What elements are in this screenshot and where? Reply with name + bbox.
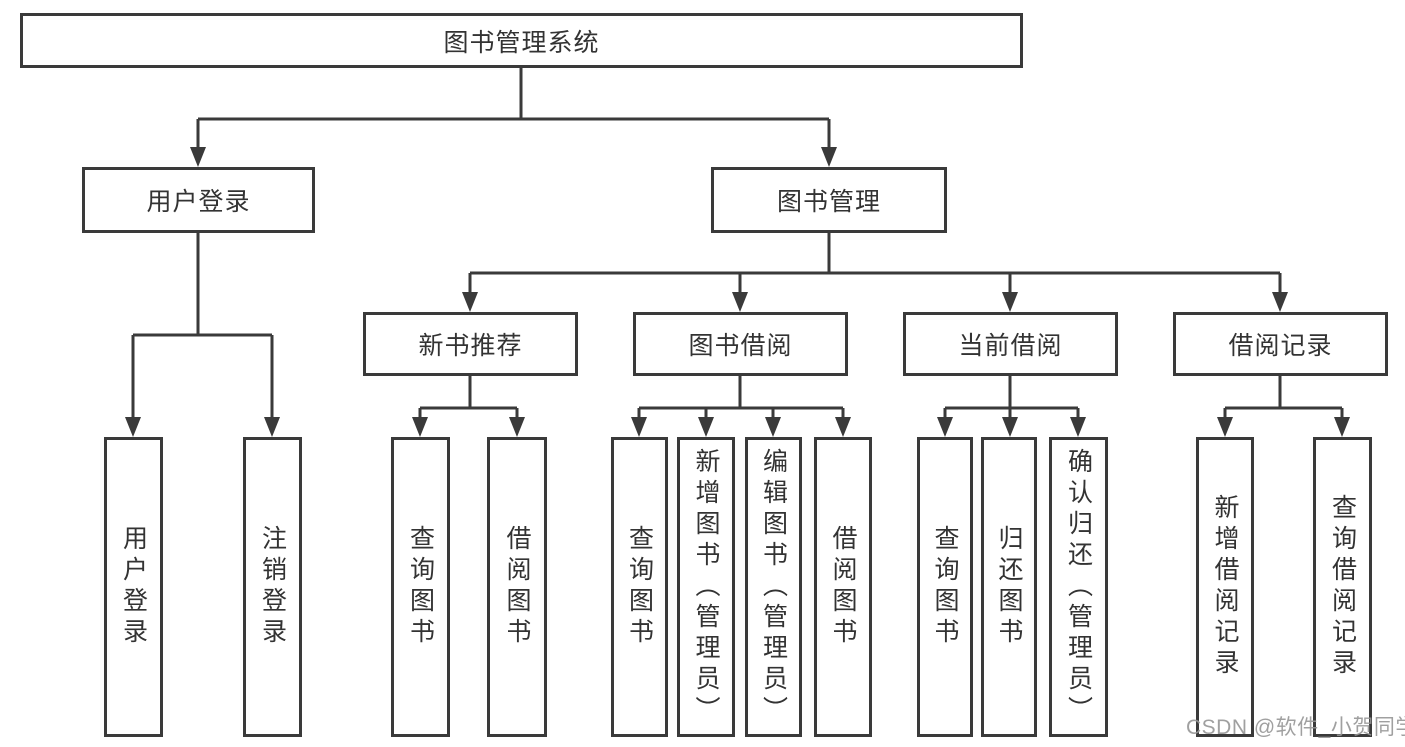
node-borrow-records: 借阅记录 bbox=[1173, 312, 1388, 376]
connector-borrow-records-arrowheads bbox=[1217, 417, 1350, 437]
connector-book-borrow bbox=[631, 376, 851, 437]
node-library-management-system: 图书管理系统 bbox=[20, 13, 1023, 68]
connector-root bbox=[190, 68, 837, 167]
node-current-borrow: 当前借阅 bbox=[903, 312, 1118, 376]
connector-user-login bbox=[125, 233, 280, 437]
leaf-borrow-edit-books-admin: 编辑图书（管理员） bbox=[745, 437, 802, 737]
leaf-user-login: 用户登录 bbox=[104, 437, 163, 737]
leaf-records-query-borrow-record: 查询借阅记录 bbox=[1313, 437, 1372, 737]
node-book-management: 图书管理 bbox=[711, 167, 947, 233]
leaf-current-query-books: 查询图书 bbox=[917, 437, 973, 737]
leaf-current-confirm-return-admin: 确认归还（管理员） bbox=[1049, 437, 1108, 737]
leaf-newrec-borrow-books: 借阅图书 bbox=[487, 437, 547, 737]
node-user-login: 用户登录 bbox=[82, 167, 315, 233]
connector-book-management-arrowheads bbox=[462, 292, 1288, 312]
leaf-records-add-borrow-record: 新增借阅记录 bbox=[1196, 437, 1254, 737]
leaf-current-return-books: 归还图书 bbox=[981, 437, 1037, 737]
connector-book-borrow-lines bbox=[637, 376, 845, 417]
connector-book-management-lines bbox=[468, 233, 1282, 292]
node-new-book-recommend: 新书推荐 bbox=[363, 312, 578, 376]
csdn-watermark: CSDN @软件_小贺同学 bbox=[1186, 716, 1405, 739]
leaf-newrec-query-books: 查询图书 bbox=[391, 437, 450, 737]
connector-borrow-records-lines bbox=[1223, 376, 1344, 417]
connector-new-book-recommend-lines bbox=[418, 376, 519, 417]
connector-current-borrow-arrowheads bbox=[937, 417, 1086, 437]
connector-root-arrowheads bbox=[190, 147, 837, 167]
connector-borrow-records bbox=[1217, 376, 1350, 437]
connector-current-borrow bbox=[937, 376, 1086, 437]
leaf-borrow-query-books: 查询图书 bbox=[611, 437, 668, 737]
connector-user-login-arrowheads bbox=[125, 417, 280, 437]
leaf-borrow-add-books-admin: 新增图书（管理员） bbox=[677, 437, 735, 737]
leaf-borrow-borrow-books: 借阅图书 bbox=[814, 437, 872, 737]
connector-current-borrow-lines bbox=[943, 376, 1080, 417]
connector-book-borrow-arrowheads bbox=[631, 417, 851, 437]
leaf-logout: 注销登录 bbox=[243, 437, 302, 737]
connector-user-login-lines bbox=[131, 233, 274, 417]
node-book-borrow: 图书借阅 bbox=[633, 312, 848, 376]
connector-root-lines bbox=[196, 68, 831, 147]
connector-new-book-recommend bbox=[412, 376, 525, 437]
connector-book-management bbox=[462, 233, 1288, 312]
connector-new-book-recommend-arrowheads bbox=[412, 417, 525, 437]
